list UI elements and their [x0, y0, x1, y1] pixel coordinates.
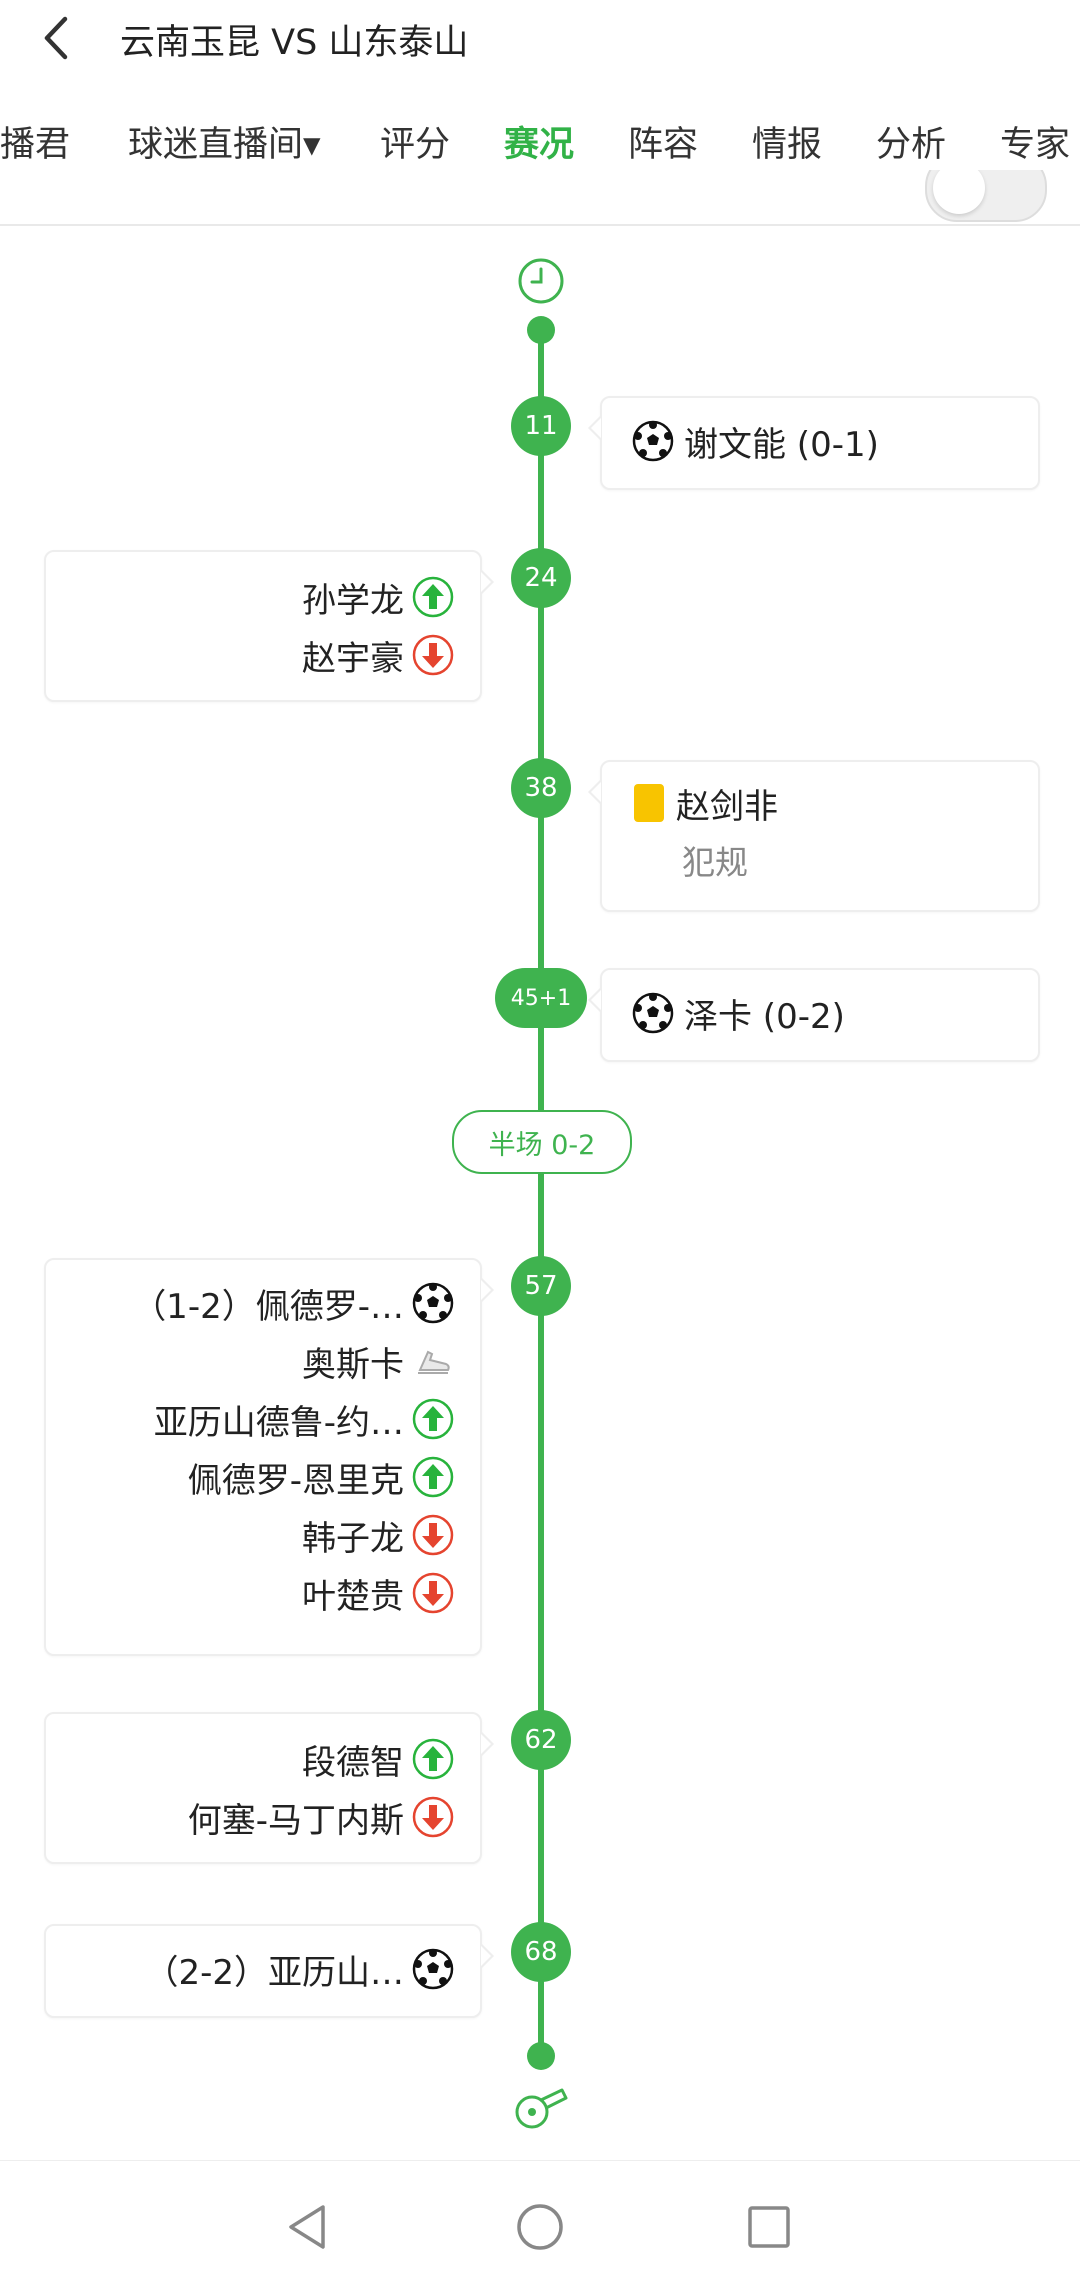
nav-home-button[interactable] [508, 2195, 572, 2259]
tab-match-events[interactable]: 赛况 [504, 116, 575, 184]
event-card-substitution[interactable]: 段德智 何塞-马丁内斯 [44, 1712, 494, 1864]
minute-marker: 38 [511, 758, 571, 818]
arrow-up-icon [412, 1456, 454, 1498]
obscured-filter-row [0, 170, 1080, 226]
boot-icon [412, 1340, 454, 1382]
arrow-down-icon [412, 1514, 454, 1556]
tab-streamer[interactable]: 播君 [0, 125, 71, 165]
tab-lineup[interactable]: 阵容 [628, 125, 699, 165]
chevron-left-icon [44, 16, 68, 60]
event-card-multi[interactable]: （1-2）佩德罗-… 奥斯卡 亚历山德鲁-约… 佩德罗-恩里克 韩子龙 叶楚贵 [44, 1258, 494, 1656]
circle-home-icon [517, 2204, 563, 2250]
minute-marker: 45+1 [495, 968, 587, 1028]
minute-marker: 24 [511, 548, 571, 608]
sub-in-row: 段德智 [46, 1730, 480, 1788]
clock-icon [518, 258, 564, 304]
arrow-up-icon [412, 1738, 454, 1780]
event-card-substitution[interactable]: 孙学龙 赵宇豪 [44, 550, 494, 702]
timeline-line [538, 328, 544, 2058]
arrow-up-icon [412, 576, 454, 618]
back-button[interactable] [28, 10, 84, 66]
event-card-yellow[interactable]: 赵剑非 犯规 [588, 760, 1040, 912]
timeline-start-dot [527, 316, 555, 344]
nav-back-button[interactable] [276, 2195, 340, 2259]
minute-marker: 62 [511, 1710, 571, 1770]
yellow-card-row: 赵剑非 [602, 774, 1038, 832]
triangle-back-icon [289, 2205, 325, 2249]
assist-row: 奥斯卡 [46, 1332, 480, 1390]
sub-out-row: 赵宇豪 [46, 626, 480, 684]
timeline-end-dot [527, 2042, 555, 2070]
sub-out-row: 何塞-马丁内斯 [46, 1788, 480, 1846]
sub-in-row: 亚历山德鲁-约… [46, 1390, 480, 1448]
goal-row: （2-2）亚历山… [46, 1926, 480, 2012]
arrow-down-icon [412, 634, 454, 676]
event-card-goal[interactable]: 泽卡 (0-2) [588, 968, 1040, 1062]
arrow-down-icon [412, 1572, 454, 1614]
system-navigation-bar [0, 2160, 1080, 2292]
sub-out-row: 韩子龙 [46, 1506, 480, 1564]
divider [0, 224, 1080, 226]
sub-out-row: 叶楚贵 [46, 1564, 480, 1622]
tab-bar: 播君 球迷直播间▾ 评分 赛况 阵容 情报 分析 专家 [0, 100, 1080, 190]
tab-rating[interactable]: 评分 [380, 125, 451, 165]
square-recents-icon [748, 2206, 790, 2248]
sub-in-row: 孙学龙 [46, 568, 480, 626]
arrow-up-icon [412, 1398, 454, 1440]
whistle-icon [515, 2088, 568, 2129]
yellow-card-icon [632, 782, 666, 824]
soccer-ball-icon [632, 420, 674, 462]
event-card-goal[interactable]: （2-2）亚历山… [44, 1924, 494, 2018]
header: 云南玉昆 VS 山东泰山 [0, 0, 1080, 80]
nav-recents-button[interactable] [737, 2195, 801, 2259]
tab-expert[interactable]: 专家 [1000, 125, 1071, 165]
toggle-switch[interactable] [925, 170, 1047, 222]
event-card-goal[interactable]: 谢文能 (0-1) [588, 396, 1040, 490]
soccer-ball-icon [632, 992, 674, 1034]
tab-fan-live[interactable]: 球迷直播间▾ [128, 125, 321, 165]
goal-row: 谢文能 (0-1) [602, 398, 1038, 484]
minute-marker: 57 [511, 1256, 571, 1316]
minute-marker: 11 [511, 396, 571, 456]
soccer-ball-icon [412, 1282, 454, 1324]
minute-marker: 68 [511, 1922, 571, 1982]
goal-row: （1-2）佩德罗-… [46, 1274, 480, 1332]
sub-in-row: 佩德罗-恩里克 [46, 1448, 480, 1506]
soccer-ball-icon [412, 1948, 454, 1990]
goal-row: 泽卡 (0-2) [602, 970, 1038, 1056]
page-title: 云南玉昆 VS 山东泰山 [120, 23, 469, 63]
arrow-down-icon [412, 1796, 454, 1838]
foul-reason: 犯规 [682, 843, 748, 882]
halftime-badge: 半场 0-2 [452, 1110, 632, 1174]
tab-intel[interactable]: 情报 [752, 125, 823, 165]
tab-analysis[interactable]: 分析 [876, 125, 947, 165]
